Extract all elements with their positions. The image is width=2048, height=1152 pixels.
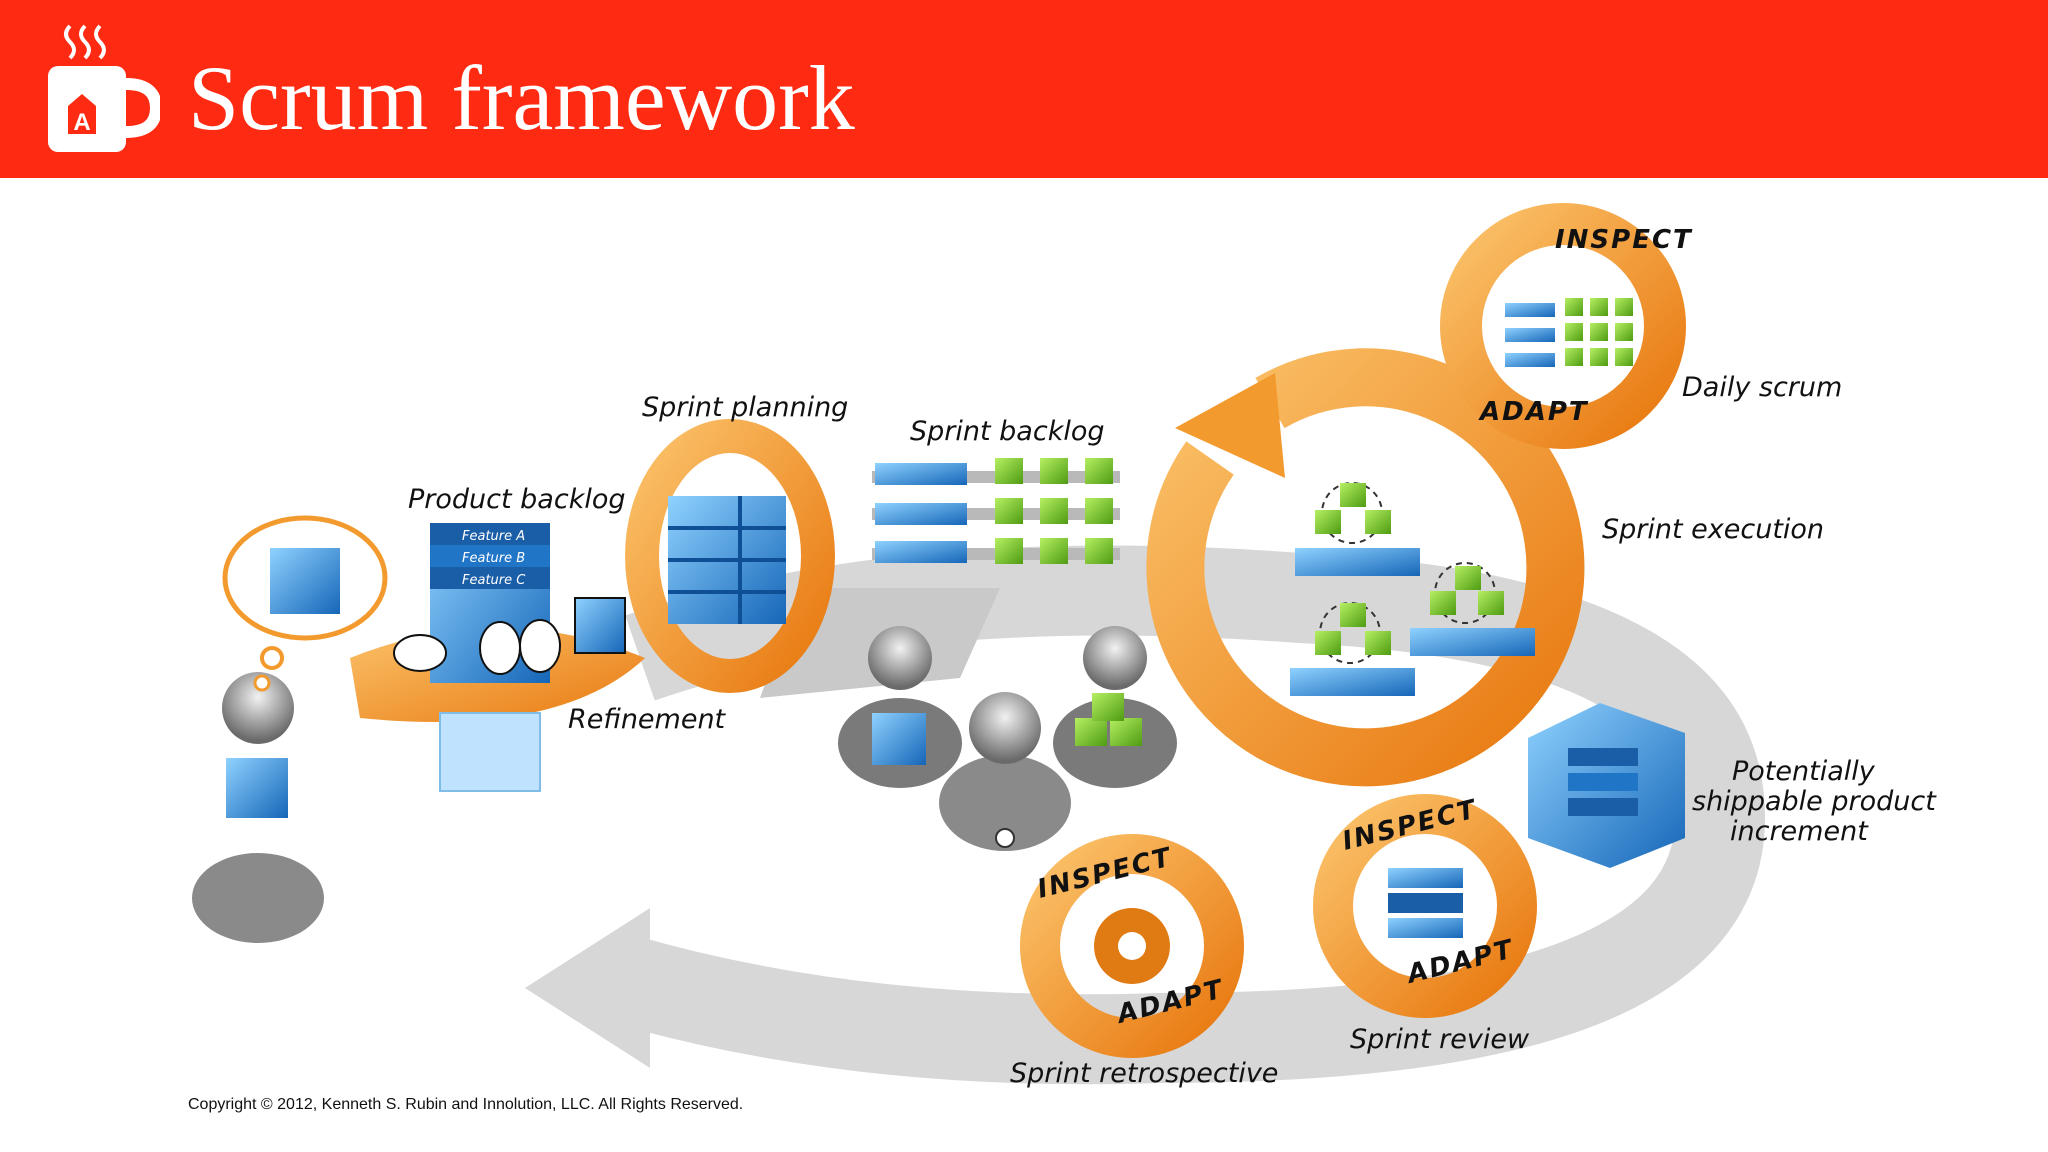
sprint-execution-label: Sprint execution bbox=[1602, 514, 1824, 545]
refinement-label: Refinement bbox=[568, 704, 727, 735]
logo-letter: A bbox=[73, 109, 90, 136]
sprint-retrospective-cycle: INSPECT ADAPT bbox=[1020, 834, 1244, 1058]
product-increment-cube bbox=[1528, 703, 1685, 868]
sprint-retrospective-label: Sprint retrospective bbox=[1010, 1058, 1278, 1089]
feature-b-label: Feature B bbox=[462, 551, 525, 566]
hand-icon bbox=[479, 621, 521, 675]
product-backlog-label: Product backlog bbox=[408, 484, 626, 515]
increment-label-line1: Potentially bbox=[1732, 756, 1876, 787]
hand-icon bbox=[393, 634, 447, 672]
daily-scrum-cycle: INSPECT ADAPT bbox=[1440, 203, 1693, 449]
hand-icon bbox=[519, 619, 561, 673]
sprint-planning-cycle bbox=[625, 419, 835, 693]
scrum-diagram: Feature A Feature B Feature C Product ba… bbox=[192, 203, 1937, 1089]
inspect-word: INSPECT bbox=[1555, 225, 1693, 255]
sprint-review-label: Sprint review bbox=[1350, 1024, 1530, 1055]
product-backlog-stack: Feature A Feature B Feature C bbox=[350, 523, 645, 792]
adapt-word: ADAPT bbox=[1478, 397, 1589, 427]
daily-scrum-label: Daily scrum bbox=[1682, 372, 1842, 403]
sprint-execution-cycle bbox=[1146, 348, 1585, 787]
feature-c-label: Feature C bbox=[462, 573, 526, 588]
copyright-text: Copyright © 2012, Kenneth S. Rubin and I… bbox=[188, 1096, 744, 1113]
scrum-team-people bbox=[838, 626, 1177, 851]
sprint-backlog-label: Sprint backlog bbox=[910, 416, 1104, 447]
product-owner-person bbox=[192, 672, 324, 943]
increment-label-line2: shippable product bbox=[1692, 786, 1937, 817]
sprint-review-cycle: INSPECT ADAPT bbox=[1313, 794, 1537, 1018]
page-title: Scrum framework bbox=[188, 47, 855, 149]
thought-cloud bbox=[222, 515, 388, 692]
feature-a-label: Feature A bbox=[462, 529, 525, 544]
header-bar: A Scrum framework bbox=[0, 0, 2048, 178]
increment-label-line3: increment bbox=[1730, 816, 1869, 847]
whistle-icon bbox=[995, 828, 1015, 848]
idea-cube-icon bbox=[270, 548, 340, 614]
sprint-planning-label: Sprint planning bbox=[642, 392, 848, 423]
cycle-arrowhead bbox=[525, 908, 650, 1068]
coffee-mug-icon: A bbox=[48, 24, 160, 152]
sprint-backlog-grid bbox=[872, 458, 1120, 564]
